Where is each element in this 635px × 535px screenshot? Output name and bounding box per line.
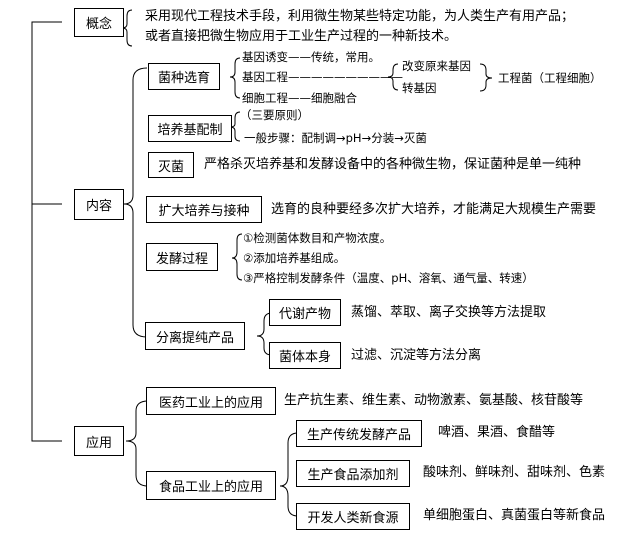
additives-node: 生产食品添加剂 xyxy=(296,460,410,487)
metabolite-desc: 蒸馏、萃取、离子交换等方法提取 xyxy=(351,305,547,320)
new-food-node: 开发人类新食源 xyxy=(296,503,410,530)
strain-result: 工程菌（工程细胞） xyxy=(498,71,602,85)
concept-line-1: 采用现代工程技术手段，利用微生物某些特定功能，为人类生产有用产品； xyxy=(145,9,575,24)
scaleup-desc: 选育的良种要经多次扩大培养，才能满足大规模生产需要 xyxy=(271,202,597,217)
separation-node: 分离提纯产品 xyxy=(145,322,245,350)
fermentation-item-2: ②添加培养基组成。 xyxy=(243,251,346,265)
medicine-node: 医药工业上的应用 xyxy=(146,387,276,415)
fermentation-node: 发酵过程 xyxy=(146,243,218,271)
strain-transgenic: 转基因 xyxy=(402,81,437,95)
medium-node: 培养基配制 xyxy=(148,115,232,142)
metabolite-node: 代谢产物 xyxy=(269,299,341,326)
traditional-desc: 啤酒、果酒、食醋等 xyxy=(438,425,556,440)
concept-line-2: 或者直接把微生物应用于工业生产过程的一种新技术。 xyxy=(145,29,458,44)
medicine-desc: 生产抗生素、维生素、动物激素、氨基酸、核苷酸等 xyxy=(284,393,584,408)
medium-steps: 一般步骤：配制调→pH→分装→灭菌 xyxy=(244,131,427,145)
strain-mutagenesis: 基因诱变——传统，常用。 xyxy=(242,50,380,64)
scaleup-node: 扩大培养与接种 xyxy=(146,196,262,223)
content-node: 内容 xyxy=(74,189,124,220)
cells-node: 菌体本身 xyxy=(269,342,341,369)
additives-desc: 酸味剂、鲜味剂、甜味剂、色素 xyxy=(423,465,606,480)
strain-gene-engineering: 基因工程—————————— xyxy=(242,70,403,84)
strain-cell-engineering: 细胞工程——细胞融合 xyxy=(242,91,357,105)
application-node: 应用 xyxy=(74,426,124,456)
strain-modify-gene: 改变原来基因 xyxy=(402,59,471,73)
sterilize-node: 灭菌 xyxy=(148,152,194,178)
traditional-node: 生产传统发酵产品 xyxy=(296,420,422,447)
medium-principles: （三要原则） xyxy=(240,108,309,122)
sterilize-desc: 严格杀灭培养基和发酵设备中的各种微生物，保证菌种是单一纯种 xyxy=(204,157,582,172)
new-food-desc: 单细胞蛋白、真菌蛋白等新食品 xyxy=(423,508,606,523)
fermentation-item-3: ③严格控制发酵条件（温度、pH、溶氧、通气量、转速） xyxy=(243,271,534,285)
concept-node: 概念 xyxy=(74,8,124,37)
cells-desc: 过滤、沉淀等方法分离 xyxy=(351,348,482,363)
fermentation-item-1: ①检测菌体数目和产物浓度。 xyxy=(243,231,392,245)
strain-selection-node: 菌种选育 xyxy=(148,63,220,90)
food-node: 食品工业上的应用 xyxy=(146,471,276,500)
